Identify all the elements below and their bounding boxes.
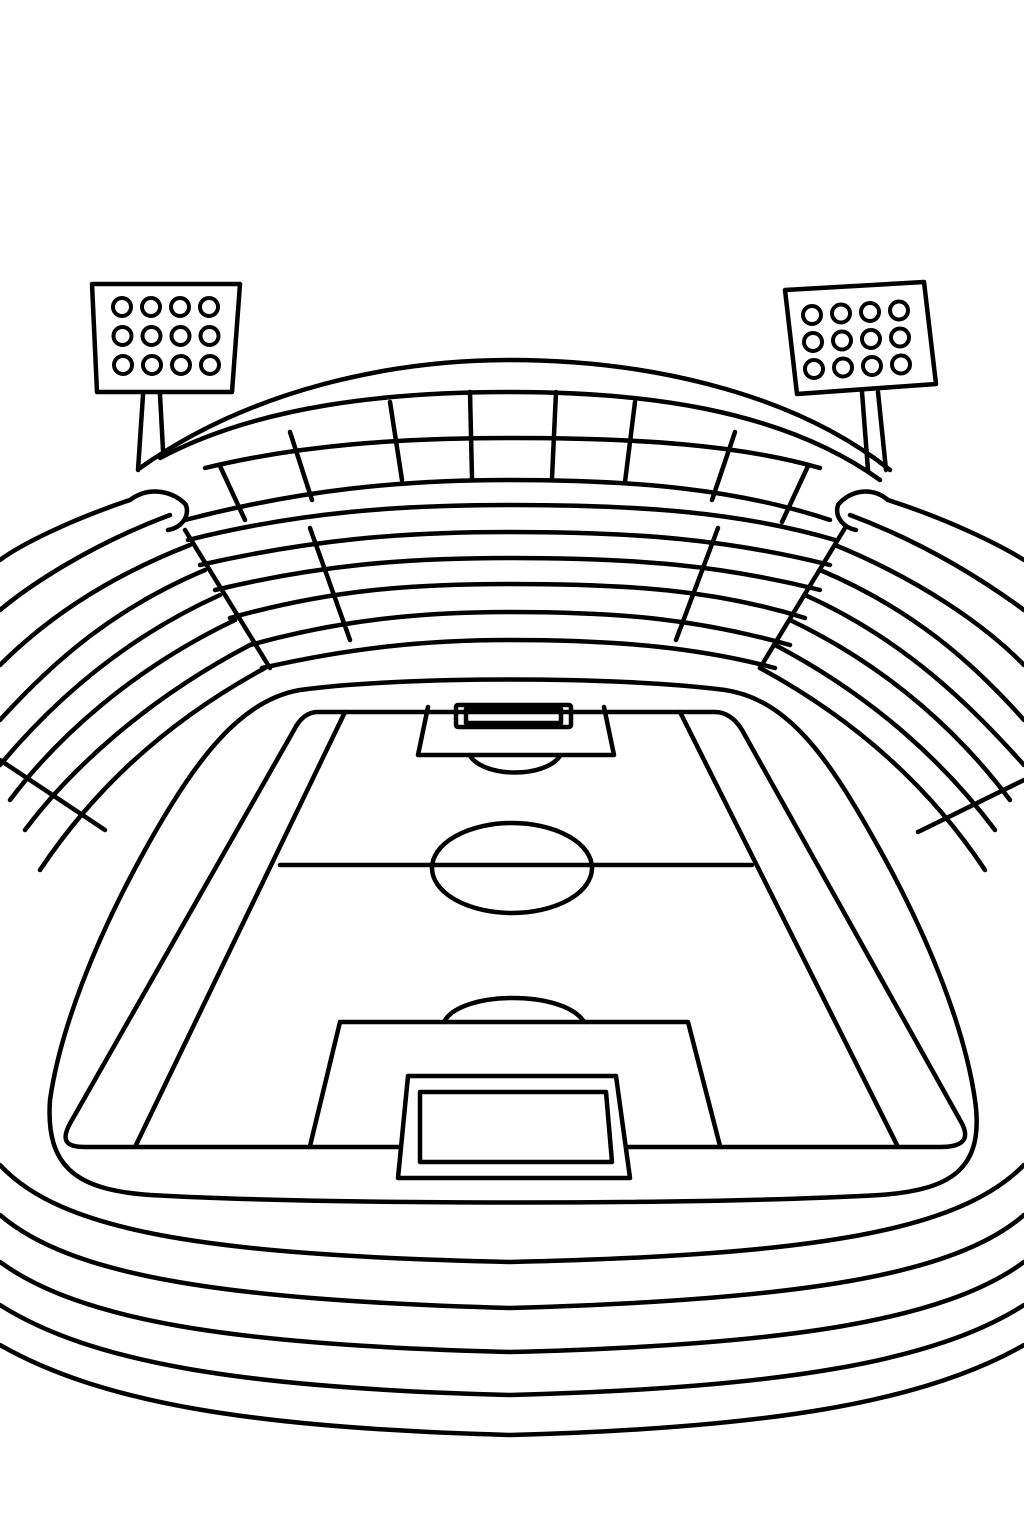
center-circle bbox=[429, 820, 595, 916]
left-floodlight-lamp bbox=[198, 325, 221, 347]
far-penalty-arc bbox=[467, 753, 563, 775]
left-tier-6 bbox=[7, 617, 238, 803]
left-tier-3 bbox=[0, 542, 193, 668]
left-tier-2 bbox=[0, 512, 173, 613]
back-stand-lower-edge bbox=[182, 477, 833, 523]
right-floodlight-lamp bbox=[801, 304, 823, 326]
right-floodlight-lamp bbox=[831, 329, 853, 352]
track-line-3 bbox=[0, 1259, 1024, 1355]
track-line-2 bbox=[0, 1212, 1024, 1311]
right-floodlight-lamp bbox=[803, 358, 825, 380]
right-floodlight-lamps bbox=[801, 299, 912, 380]
right-stand-divider bbox=[915, 777, 1024, 835]
pitch-left-sideline bbox=[133, 709, 348, 1148]
left-floodlight-lamp bbox=[140, 296, 162, 318]
left-floodlight-pole bbox=[135, 392, 166, 473]
near-penalty-box bbox=[307, 1019, 723, 1149]
track-line-4 bbox=[0, 1302, 1024, 1398]
right-floodlight bbox=[782, 279, 939, 473]
roof-panels bbox=[217, 389, 811, 525]
right-tier-5 bbox=[802, 592, 1024, 768]
track-line-5 bbox=[0, 1342, 1024, 1438]
left-floodlight-lamp bbox=[170, 354, 192, 376]
right-floodlight-lamp bbox=[832, 356, 854, 379]
right-tier-3 bbox=[832, 542, 1024, 668]
stadium-bowl bbox=[0, 677, 1024, 1438]
right-stand-cap bbox=[834, 489, 891, 533]
left-floodlight-lamp bbox=[199, 354, 221, 376]
left-floodlight-lamps bbox=[111, 296, 221, 376]
left-tier-8 bbox=[37, 665, 268, 873]
left-tier-4 bbox=[0, 567, 208, 723]
right-tier-2 bbox=[847, 512, 1024, 613]
near-goal-net bbox=[417, 1089, 615, 1165]
right-floodlight-lamp bbox=[859, 301, 881, 323]
left-floodlight bbox=[89, 281, 243, 473]
right-floodlight-lamp bbox=[860, 328, 882, 350]
track-line-1 bbox=[0, 1162, 1024, 1265]
left-floodlight-lamp bbox=[140, 325, 163, 347]
inner-bowl-wall bbox=[47, 677, 979, 1205]
right-tier-6 bbox=[787, 617, 1013, 803]
back-stand-dividers bbox=[182, 525, 848, 671]
near-goal bbox=[395, 1073, 633, 1181]
left-stand-divider bbox=[0, 757, 108, 833]
back-tier-2 bbox=[197, 529, 833, 568]
back-tier-3 bbox=[212, 555, 823, 593]
right-floodlight-lamp bbox=[802, 331, 824, 353]
left-tier-1 bbox=[0, 497, 133, 563]
left-tier-7 bbox=[22, 642, 253, 833]
left-stand-cap bbox=[127, 489, 190, 533]
back-tier-6 bbox=[259, 637, 778, 671]
right-tier-4 bbox=[817, 567, 1024, 723]
back-tier-4 bbox=[227, 581, 808, 621]
pitch-outer-edge bbox=[63, 709, 968, 1150]
far-goal-inner bbox=[463, 706, 564, 726]
right-floodlight-lamp bbox=[830, 302, 852, 325]
back-stand-tiers bbox=[182, 502, 848, 671]
left-floodlight-lamp bbox=[169, 296, 191, 318]
stand-end-caps bbox=[127, 489, 891, 533]
right-tier-7 bbox=[772, 642, 998, 833]
right-floodlight-lamp bbox=[888, 299, 910, 322]
right-tier-1 bbox=[885, 497, 1024, 563]
back-tier-1 bbox=[185, 502, 838, 543]
near-penalty-arc bbox=[441, 995, 587, 1025]
right-side-tiers bbox=[757, 497, 1024, 873]
right-floodlight-pole bbox=[859, 389, 889, 473]
left-floodlight-lamp bbox=[112, 354, 134, 376]
back-tier-5 bbox=[247, 609, 793, 648]
far-goal bbox=[453, 702, 574, 730]
left-floodlight-lamp bbox=[169, 325, 192, 347]
right-floodlight-lamp bbox=[890, 353, 912, 376]
left-floodlight-lamp bbox=[198, 296, 220, 318]
left-floodlight-lamp bbox=[111, 296, 133, 318]
left-tier-5 bbox=[0, 592, 223, 768]
pitch-right-sideline bbox=[677, 709, 900, 1148]
left-floodlight-lamp bbox=[111, 325, 134, 347]
left-floodlight-lamp bbox=[141, 354, 163, 376]
football-pitch bbox=[63, 702, 968, 1181]
stadium-roof bbox=[137, 357, 893, 525]
right-floodlight-lamp bbox=[861, 355, 883, 377]
right-tier-8 bbox=[757, 665, 988, 873]
roof-outer-edge bbox=[137, 357, 893, 473]
right-floodlight-lamp bbox=[889, 326, 911, 349]
far-penalty-box bbox=[415, 704, 617, 758]
left-side-tiers bbox=[0, 497, 268, 873]
roof-middle-edge bbox=[157, 389, 883, 483]
